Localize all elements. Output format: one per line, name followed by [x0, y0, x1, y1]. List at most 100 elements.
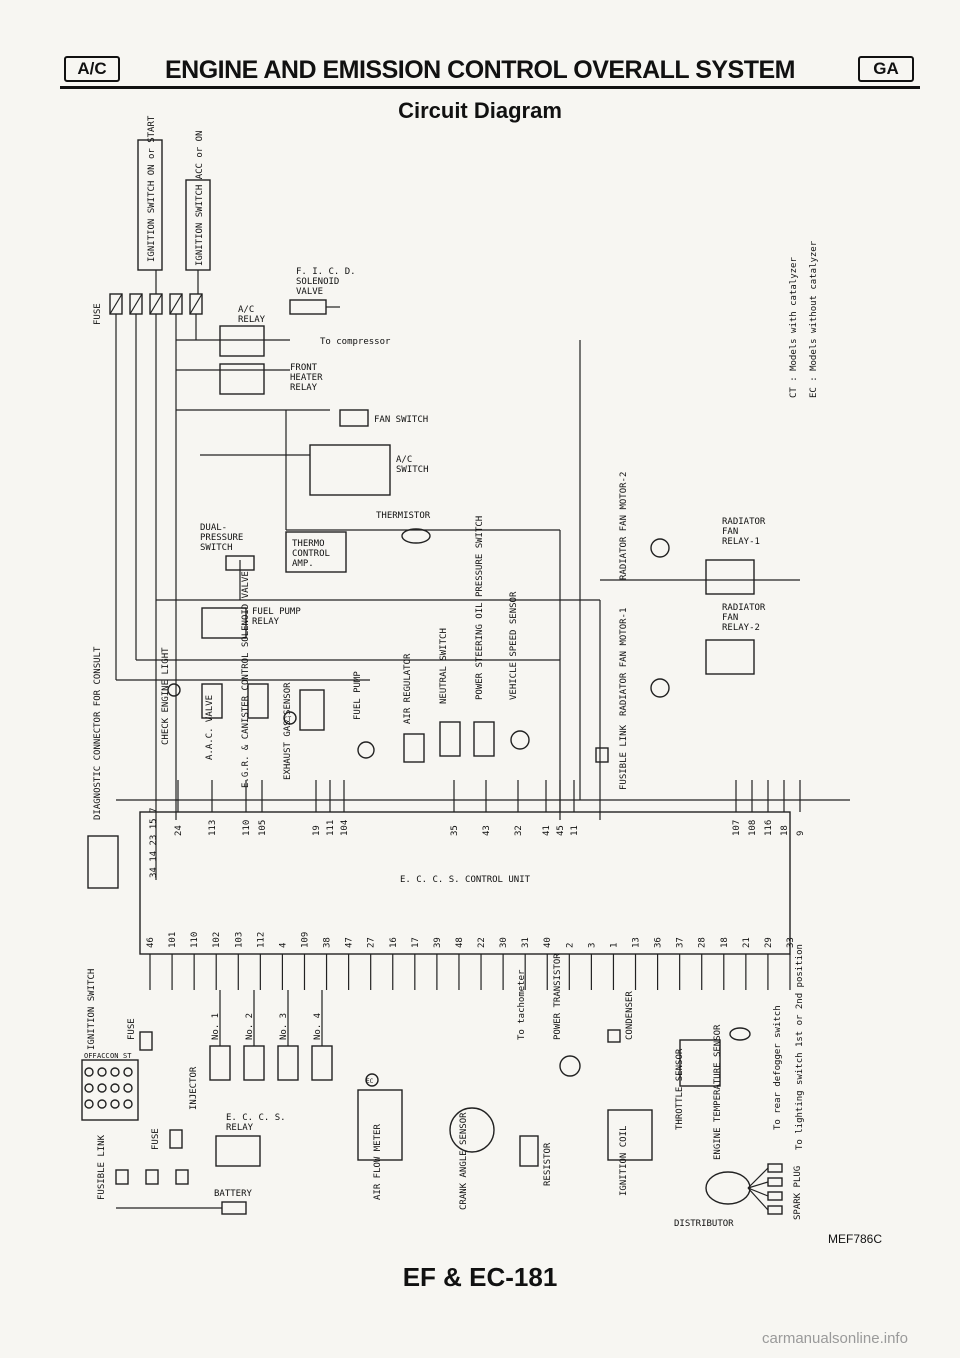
- ecu-pin-top: 35: [450, 825, 460, 836]
- ac-switch-label-2: SWITCH: [396, 465, 429, 475]
- distributor-label: DISTRIBUTOR: [674, 1219, 734, 1229]
- spark-plug: [767, 1177, 783, 1187]
- fan-switch: [339, 409, 369, 427]
- switch-col-label: ON: [110, 1052, 118, 1060]
- exhaust-gas-sensor-box: [299, 689, 325, 731]
- ignition-coil-label: IGNITION COIL: [619, 1126, 629, 1196]
- ecu-pin-bottom: 29: [764, 937, 774, 948]
- ecu-pin-top: 107: [732, 820, 742, 836]
- fuse-label-top: FUSE: [93, 303, 103, 325]
- dual-pressure-label-2: PRESSURE: [200, 533, 243, 543]
- thermo-label-3: AMP.: [292, 559, 314, 569]
- ecu-pin-top: 43: [482, 825, 492, 836]
- fuse-row: [109, 293, 203, 315]
- vehicle-speed-label: VEHICLE SPEED SENSOR: [509, 591, 519, 700]
- rad-relay-1-label-b: FAN: [722, 527, 738, 537]
- rear-defogger-label: To rear defogger switch: [773, 1005, 783, 1130]
- front-heater-relay: [219, 363, 265, 395]
- ecu-pin-bottom: 37: [676, 937, 686, 948]
- injector-number: No. 3: [279, 1013, 289, 1040]
- fan-switch-label: FAN SWITCH: [374, 415, 428, 425]
- injector-number: No. 4: [313, 1013, 323, 1040]
- rad-fan-motor-2-label: RADIATOR FAN MOTOR-2: [619, 472, 629, 580]
- front-heater-label-3: RELAY: [290, 383, 318, 393]
- section-code-box: A/C: [64, 56, 120, 82]
- rad-relay-2-label-a: RADIATOR: [722, 603, 766, 613]
- ecu-pin-bottom: 28: [698, 937, 708, 948]
- fuse-label-low: FUSE: [151, 1128, 161, 1150]
- ecu-pins-top-left: 34 14 23 15 7: [149, 808, 159, 878]
- ecu-pin-bottom: 16: [389, 937, 399, 948]
- ignition-coil: [607, 1109, 653, 1161]
- ecu-pin-bottom: 21: [742, 937, 752, 948]
- fusible-link-left-label: FUSIBLE LINK: [97, 1134, 107, 1200]
- egr-label: E.G.R. & CANISTER CONTROL SOLENOID VALVE: [241, 571, 251, 788]
- power-transistor: [559, 1055, 581, 1077]
- figure-id: MEF786C: [828, 1232, 883, 1246]
- eng-temp-label: ENGINE TEMPERATURE SENSOR: [713, 1024, 723, 1160]
- crank-label: CRANK ANGLE SENSOR: [459, 1112, 469, 1210]
- ecu-pin-top: 110: [242, 820, 252, 836]
- tach-label: To tachometer: [517, 969, 527, 1040]
- battery-label: BATTERY: [214, 1189, 253, 1199]
- page-title: ENGINE AND EMISSION CONTROL OVERALL SYST…: [165, 56, 796, 84]
- ecu-pin-bottom: 101: [168, 932, 178, 948]
- eccs-relay-label-1: E. C. C. S.: [226, 1113, 286, 1123]
- thermistor-symbol: [401, 528, 431, 544]
- injector-number: No. 2: [245, 1013, 255, 1040]
- ecu-pin-bottom: 39: [433, 937, 443, 948]
- ecu-pin-bottom: 3: [587, 943, 597, 948]
- spark-plug: [767, 1205, 783, 1215]
- ecu-pin-bottom: 30: [499, 937, 509, 948]
- aac-valve-box: [201, 683, 223, 719]
- fuse-label-mid: FUSE: [127, 1018, 137, 1040]
- injector-label: INJECTOR: [189, 1066, 199, 1110]
- ac-relay-label-2: RELAY: [238, 315, 266, 325]
- ignition-switch-label: IGNITION SWITCH: [87, 969, 97, 1050]
- throttle-sensor: [679, 1039, 721, 1087]
- ecu-pin-bottom: 31: [521, 937, 531, 948]
- ecu-pin-bottom: 13: [632, 937, 642, 948]
- switch-col-label: ACC: [97, 1052, 110, 1060]
- ecu-pin-top: 32: [514, 825, 524, 836]
- ecu-pin-top: 9: [796, 831, 806, 836]
- switch-col-label: ST: [123, 1052, 132, 1060]
- fusible-link-right: [595, 747, 609, 763]
- ct-badge-exhaust-text: CT: [284, 716, 292, 723]
- injector-number: No. 1: [211, 1013, 221, 1040]
- dual-pressure-switch: [225, 555, 255, 571]
- aac-valve-label: A.A.C. VALVE: [205, 695, 215, 760]
- ecu-pin-bottom: 2: [565, 943, 575, 948]
- injectors: No. 1 No. 2 No. 3 No. 4: [209, 990, 333, 1081]
- ecu-pin-top: 19: [312, 825, 322, 836]
- ecu-pin-bottom: 110: [190, 932, 200, 948]
- ecu-pin-top: 104: [340, 820, 350, 836]
- ac-switch-label-1: A/C: [396, 455, 412, 465]
- diagnostic-connector-label: DIAGNOSTIC CONNECTOR FOR CONSULT: [93, 646, 103, 820]
- ecu-pin-bottom: 46: [146, 937, 156, 948]
- ec-badge-afm-text: EC: [366, 1078, 374, 1085]
- rad-fan-motor-1: [650, 678, 670, 698]
- fuel-pump-label: FUEL PUMP: [353, 671, 363, 720]
- ecu-label: E. C. C. S. CONTROL UNIT: [400, 875, 531, 885]
- fusible-link-left-1: [115, 1169, 129, 1185]
- spark-plug: [767, 1163, 783, 1173]
- thermo-label-2: CONTROL: [292, 549, 330, 559]
- rad-fan-motor-2: [650, 538, 670, 558]
- rad-relay-1-label-c: RELAY-1: [722, 537, 760, 547]
- rad-fan-relay-1: [705, 559, 755, 595]
- air-flow-meter: [357, 1089, 403, 1161]
- eccs-relay: [215, 1135, 261, 1167]
- header-rule: [60, 86, 920, 89]
- fusible-link-left-2: [145, 1169, 159, 1185]
- power-transistor-label: POWER TRANSISTOR: [553, 953, 563, 1040]
- ac-relay-label-1: A/C: [238, 305, 254, 315]
- ficd-label-3: VALVE: [296, 287, 323, 297]
- throttle-label: THROTTLE SENSOR: [675, 1048, 685, 1130]
- ecu-pin-top: 41: [542, 825, 552, 836]
- front-heater-label-1: FRONT: [290, 363, 318, 373]
- ac-relay: [219, 325, 265, 357]
- section-badge: GA: [858, 56, 914, 82]
- to-compressor-label: To compressor: [320, 337, 391, 347]
